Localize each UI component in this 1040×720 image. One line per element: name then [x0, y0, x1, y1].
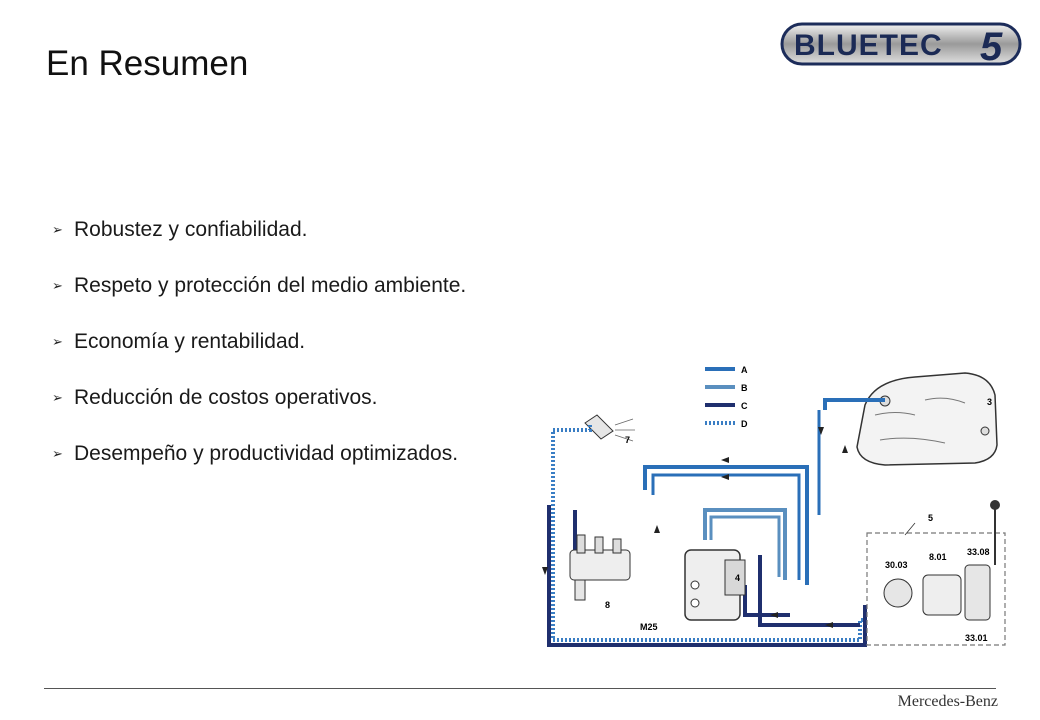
bullet-text: Robustez y confiabilidad. — [74, 218, 308, 241]
footer-divider — [44, 688, 996, 689]
bullet-item: ➢ Robustez y confiabilidad. — [52, 202, 466, 258]
bullet-item: ➢ Desempeño y productividad optimizados. — [52, 426, 466, 482]
nozzle-drawing: 7 — [584, 414, 635, 445]
legend-d: D — [741, 419, 748, 429]
control-group-drawing: 5 30.03 8.01 33.08 33.01 — [866, 500, 1006, 646]
label-valves: 8 — [605, 600, 610, 610]
label-group: 5 — [928, 513, 933, 523]
flow-arrows — [542, 427, 848, 628]
logo-text: BLUETEC — [794, 29, 943, 62]
arrow-bullet-icon: ➢ — [52, 334, 63, 350]
label-p4: 33.01 — [965, 633, 988, 643]
diagram-legend: A B C D — [705, 365, 748, 429]
bluetec-logo: BLUETEC 5 — [780, 22, 1022, 69]
bullet-list: ➢ Robustez y confiabilidad. ➢ Respeto y pr… — [52, 202, 466, 482]
legend-b: B — [741, 383, 748, 393]
bullet-text: Reducción de costos operativos. — [74, 386, 378, 409]
footer-brand: Mercedes-Benz — [897, 693, 998, 710]
legend-c: C — [741, 401, 748, 411]
arrow-bullet-icon: ➢ — [52, 222, 63, 238]
arrow-bullet-icon: ➢ — [52, 446, 63, 462]
bullet-text: Economía y rentabilidad. — [74, 330, 306, 353]
pump-drawing: 4 M25 — [640, 549, 746, 632]
system-diagram: A B C D 3 7 — [535, 355, 1020, 655]
arrow-bullet-icon: ➢ — [52, 278, 63, 294]
bullet-item: ➢ Respeto y protección del medio ambiente… — [52, 258, 466, 314]
label-p3: 33.08 — [967, 547, 990, 557]
slide-title: En Resumen — [46, 44, 249, 83]
legend-a: A — [741, 365, 748, 375]
label-p1: 30.03 — [885, 560, 908, 570]
bullet-text: Respeto y protección del medio ambiente. — [74, 274, 467, 297]
arrow-bullet-icon: ➢ — [52, 390, 63, 406]
logo-number: 5 — [980, 25, 1003, 69]
label-motor: M25 — [640, 622, 658, 632]
label-pump: 4 — [735, 573, 740, 583]
label-tank: 3 — [987, 397, 992, 407]
bullet-item: ➢ Economía y rentabilidad. — [52, 314, 466, 370]
bullet-text: Desempeño y productividad optimizados. — [74, 442, 459, 465]
bullet-item: ➢ Reducción de costos operativos. — [52, 370, 466, 426]
label-p2: 8.01 — [929, 552, 947, 562]
label-nozzle: 7 — [625, 435, 630, 445]
valve-assembly-drawing: 8 — [569, 534, 631, 610]
tank-drawing: 3 — [856, 372, 998, 466]
